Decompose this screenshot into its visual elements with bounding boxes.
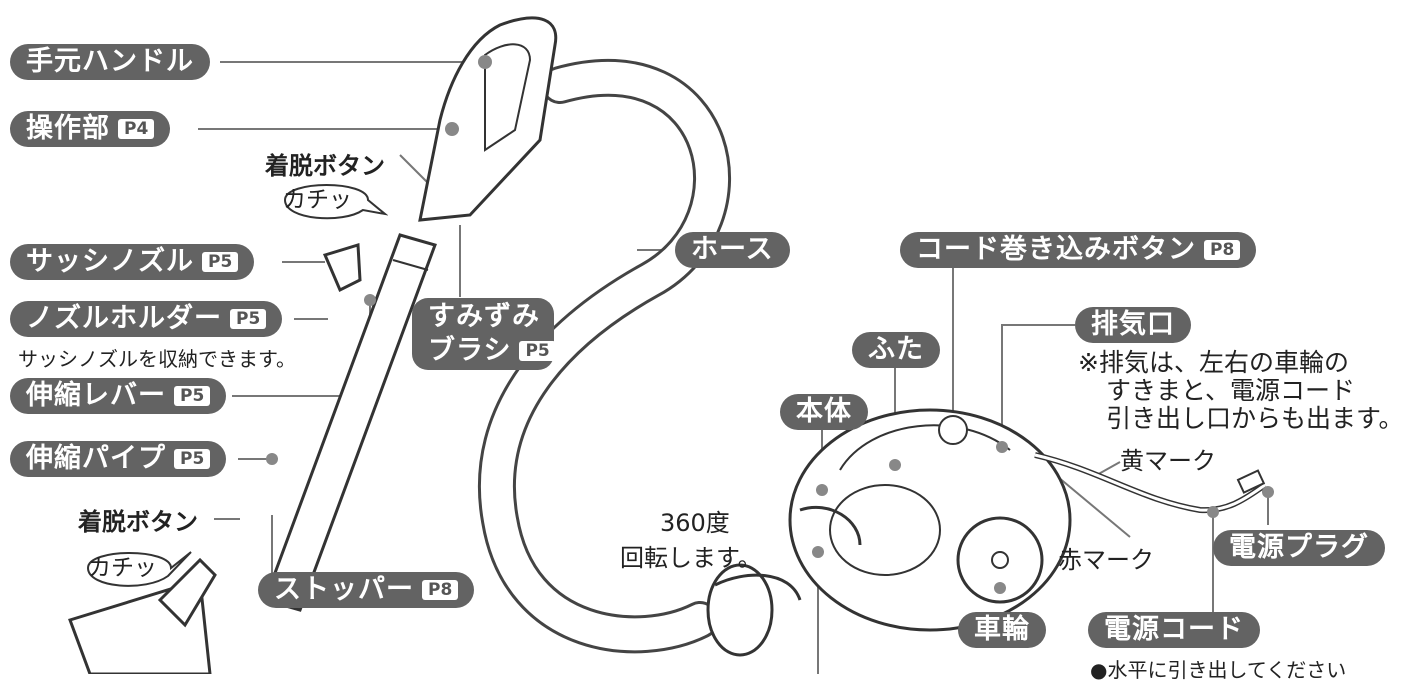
label-text: サッシノズル — [26, 246, 194, 277]
power-cord-note: ●水平に引き出してください — [1090, 658, 1347, 682]
rotation-note-line1: 360度 — [660, 509, 730, 537]
label-cord-rewind-button: コード巻き込みボタン P8 — [900, 232, 1257, 268]
yellow-mark-label: 黄マーク — [1120, 447, 1216, 475]
label-text-line1: すみずみ — [428, 301, 540, 332]
label-text: ホース — [691, 234, 774, 265]
label-text: 電源プラグ — [1229, 532, 1369, 563]
label-text: 本体 — [796, 396, 852, 427]
release-button-bottom: 着脱ボタン — [78, 508, 198, 536]
label-text: 電源コード — [1104, 614, 1244, 645]
label-power-plug: 電源プラグ — [1213, 530, 1385, 566]
label-text: ふた — [868, 334, 924, 365]
label-extension-lever: 伸縮レバー P5 — [10, 378, 227, 414]
click-text: カチッ — [283, 187, 352, 213]
label-text: 排気口 — [1091, 309, 1175, 340]
nozzle-holder-note: サッシノズルを収納できます。 — [18, 347, 296, 371]
label-text-line2: ブラシ — [428, 335, 512, 366]
label-power-cord: 電源コード — [1088, 612, 1260, 648]
label-wheel: 車輪 — [958, 612, 1046, 648]
label-text: ストッパー — [274, 574, 414, 605]
label-hand-handle: 手元ハンドル — [10, 44, 210, 80]
label-sash-nozzle: サッシノズル P5 — [10, 244, 255, 280]
label-text: ノズルホルダー — [26, 303, 222, 334]
page-ref: P5 — [230, 309, 267, 329]
label-body: 本体 — [780, 394, 868, 430]
page-ref: P5 — [174, 386, 211, 406]
release-button-top: 着脱ボタン — [265, 152, 385, 180]
label-nozzle-holder: ノズルホルダー P5 — [10, 301, 283, 337]
sash-nozzle-shape — [322, 243, 362, 293]
speech-bubble-shape — [86, 551, 192, 587]
label-exhaust: 排気口 — [1075, 307, 1191, 343]
rotation-note-line2: 回転します。 — [620, 544, 762, 572]
speech-bubble-shape — [283, 184, 388, 220]
page-ref: P8 — [422, 580, 459, 600]
label-stopper: ストッパー P8 — [258, 572, 475, 608]
page-ref: P5 — [519, 341, 556, 361]
click-text: カチッ — [88, 555, 157, 581]
page-ref: P5 — [174, 449, 211, 469]
label-text: 手元ハンドル — [26, 46, 194, 77]
label-extension-pipe: 伸縮パイプ P5 — [10, 441, 227, 477]
label-text: コード巻き込みボタン — [916, 234, 1196, 265]
hand-handle-shape — [418, 16, 558, 222]
label-text: 伸縮パイプ — [26, 443, 166, 474]
exhaust-note: ※排気は、左右の車輪の すきまと、電源コード 引き出し口からも出ます。 — [1078, 349, 1404, 433]
red-mark-label: 赤マーク — [1058, 546, 1154, 574]
label-control-unit: 操作部 P4 — [10, 111, 171, 147]
label-text: 伸縮レバー — [26, 380, 166, 411]
label-lid: ふた — [852, 332, 940, 368]
click-bubble-top: カチッ — [283, 180, 388, 220]
exhaust-note-line2: すきまと、電源コード — [1106, 376, 1356, 405]
click-bubble-bottom: カチッ — [86, 548, 192, 587]
label-text: 操作部 — [26, 113, 110, 144]
exhaust-note-line1: ※排気は、左右の車輪の — [1078, 348, 1349, 377]
extension-pipe-shape — [263, 233, 437, 612]
label-text: 車輪 — [974, 614, 1030, 645]
page-ref: P5 — [202, 252, 239, 272]
exhaust-note-line3: 引き出し口からも出ます。 — [1106, 404, 1404, 433]
page-ref: P4 — [118, 119, 155, 139]
label-corner-brush: すみずみ ブラシ P5 — [412, 298, 556, 370]
label-hose: ホース — [675, 232, 790, 268]
swivel-joint-shape — [706, 563, 774, 657]
page-ref: P8 — [1204, 240, 1241, 260]
